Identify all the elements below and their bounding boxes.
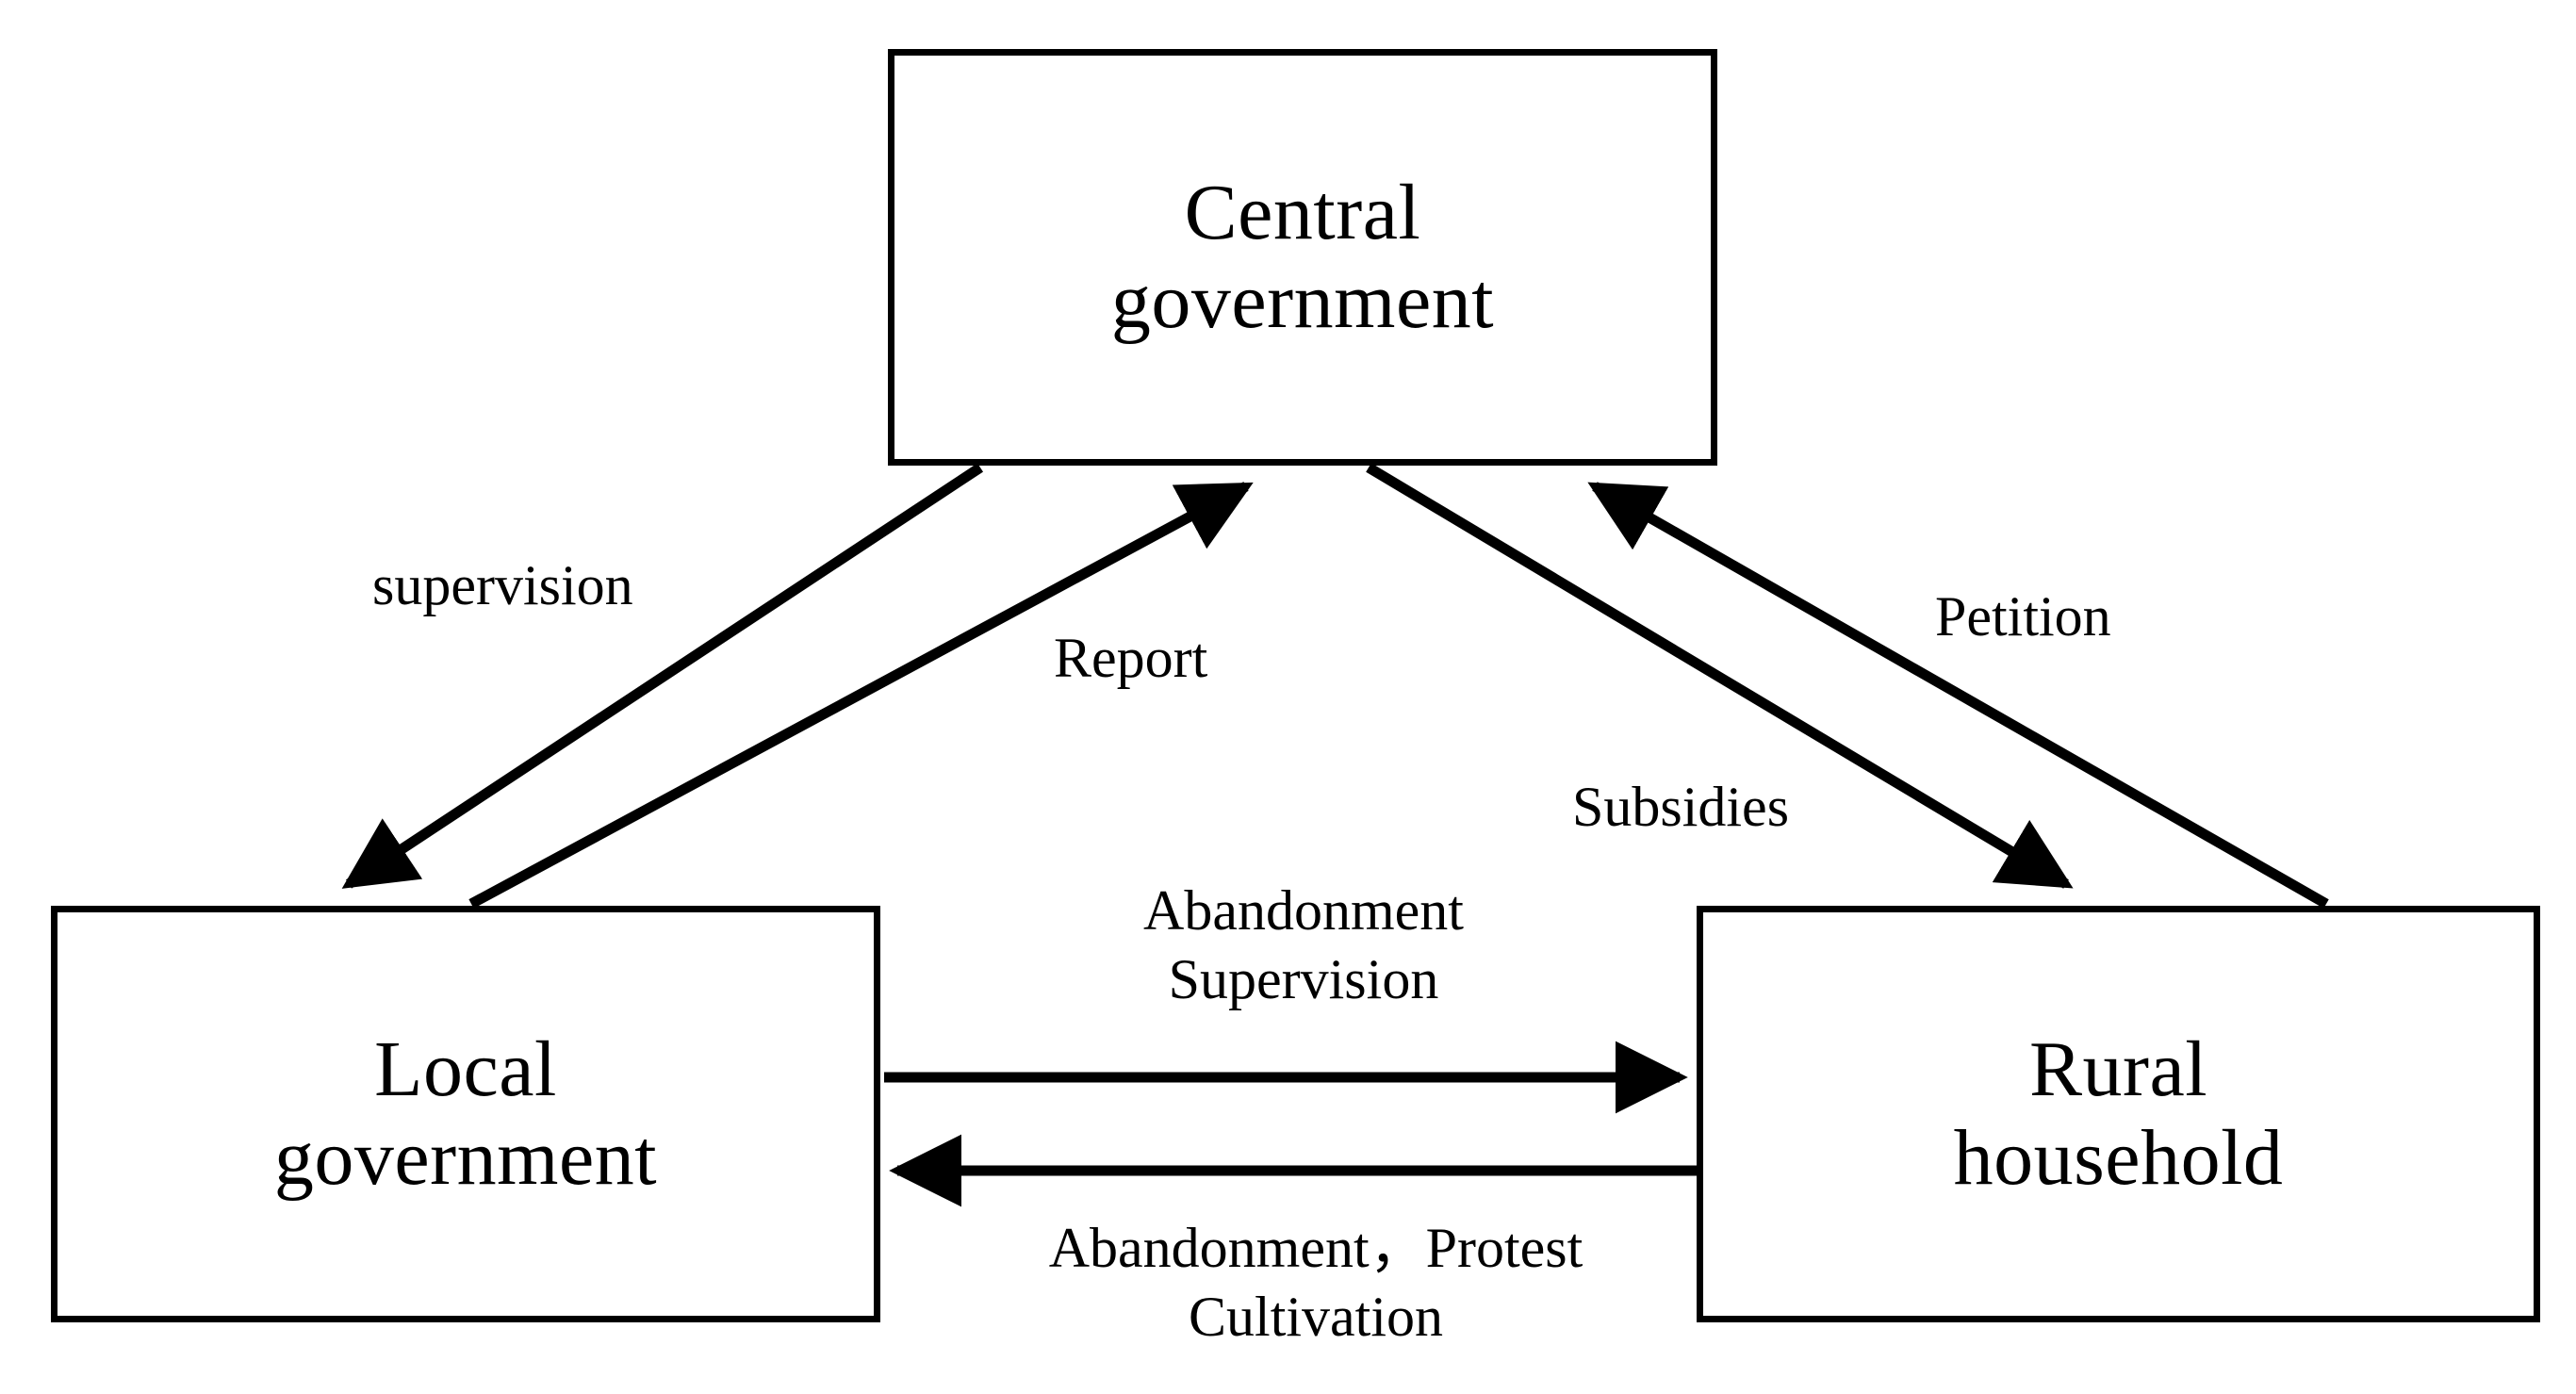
edge-label-abandonment-protest-text: Abandonment，Protest (1048, 1217, 1583, 1279)
edge-supervision (341, 463, 984, 889)
edge-label-report-text: Report (1054, 627, 1208, 689)
node-central-government-line2: government (1110, 257, 1495, 345)
edge-label-cultivation-text: Cultivation (1189, 1286, 1443, 1349)
node-local-government-line1: Local (374, 1025, 557, 1113)
edge-label-abandonment-protest-cultivation: Abandonment，Protest Cultivation (939, 1214, 1693, 1352)
edge-label-subsidies: Subsidies (1572, 773, 1789, 842)
edge-label-supervision-cap-text: Supervision (1168, 948, 1439, 1011)
edge-label-report: Report (1054, 624, 1207, 693)
edge-petition (1587, 482, 2329, 909)
edge-label-petition: Petition (1935, 582, 2111, 651)
node-central-government-line1: Central (1184, 168, 1421, 256)
node-rural-household[interactable]: Rural household (1697, 906, 2540, 1322)
edge-label-supervision: supervision (372, 551, 633, 620)
edge-label-abandonment-supervision: Abandonment Supervision (1082, 877, 1525, 1014)
node-local-government-line2: government (273, 1114, 658, 1202)
node-local-government[interactable]: Local government (51, 906, 880, 1322)
edge-label-petition-text: Petition (1935, 585, 2111, 648)
node-central-government[interactable]: Central government (888, 49, 1717, 466)
edge-label-abandonment-text: Abandonment (1143, 879, 1464, 942)
edge-report (468, 482, 1254, 909)
node-rural-household-line2: household (1953, 1114, 2284, 1202)
edge-subsidies (1366, 463, 2074, 889)
edge-label-supervision-text: supervision (372, 554, 633, 616)
node-rural-household-line1: Rural (2028, 1025, 2208, 1113)
edge-label-subsidies-text: Subsidies (1572, 776, 1790, 838)
